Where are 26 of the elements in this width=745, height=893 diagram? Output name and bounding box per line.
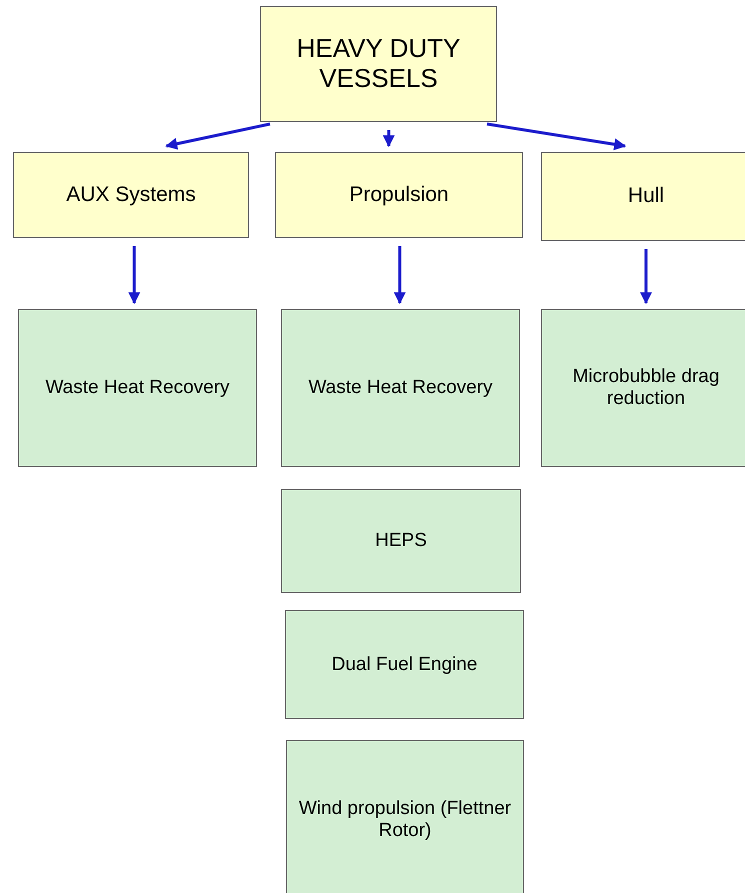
box-label: Hull — [626, 184, 666, 209]
item-box — [286, 740, 524, 893]
item-box — [281, 489, 521, 593]
box-label: Wind propulsion (Flettner Rotor) — [298, 798, 512, 842]
heading-box — [260, 6, 497, 122]
arrow — [128, 246, 140, 304]
category-box — [541, 152, 745, 241]
arrow — [640, 249, 652, 304]
item-box — [541, 309, 745, 467]
category-box — [275, 152, 523, 238]
box-label: Propulsion — [348, 182, 450, 208]
arrow — [394, 246, 406, 304]
box-label: Dual Fuel Engine — [330, 654, 478, 676]
item-box — [285, 610, 524, 719]
arrow — [382, 130, 395, 148]
box-label: Waste Heat Recovery — [307, 377, 494, 399]
item-box — [18, 309, 257, 467]
box-label: HEPS — [374, 530, 428, 552]
box-label: AUX Systems — [65, 182, 197, 208]
box-label: Microbubble drag reduction — [572, 366, 720, 410]
category-box — [13, 152, 249, 238]
box-label: Waste Heat Recovery — [44, 377, 231, 399]
arrow — [486, 122, 626, 150]
arrow — [165, 122, 270, 150]
item-box — [281, 309, 520, 467]
box-label: HEAVY DUTY VESSELS — [296, 34, 462, 94]
